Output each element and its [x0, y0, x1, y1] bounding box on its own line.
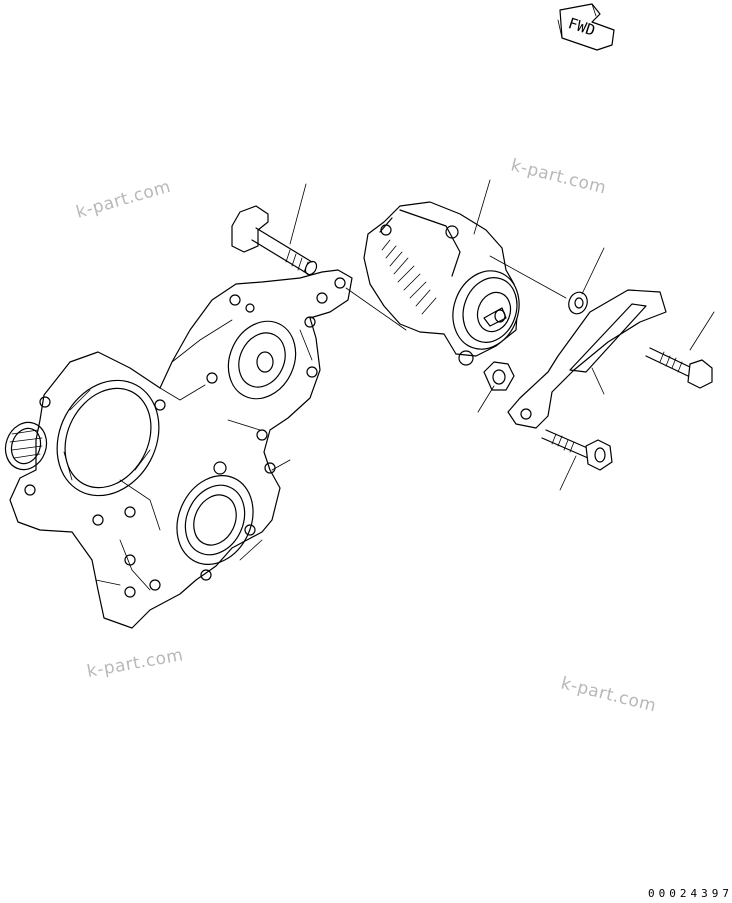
bracket-bolt-lower — [541, 429, 613, 471]
spacer — [568, 291, 588, 315]
nut — [483, 361, 515, 391]
bracket-bolt-right — [645, 347, 713, 389]
callout-bolt-top — [289, 183, 307, 245]
callout-nut — [477, 385, 495, 413]
callout-bolt-lower — [559, 455, 577, 491]
alternator — [363, 201, 520, 366]
watermark-2: k-part.com — [509, 155, 609, 198]
watermark-1: k-part.com — [74, 177, 173, 223]
callout-bracket — [591, 367, 605, 395]
timing-gear-cover — [4, 269, 353, 629]
callout-alternator — [473, 179, 491, 235]
adjusting-bracket — [507, 289, 667, 429]
long-bolt — [231, 205, 318, 276]
cover-bolt-holes — [24, 277, 346, 598]
callout-leaders — [289, 179, 715, 491]
fwd-arrow-icon: FWD — [557, 3, 615, 51]
callout-bolt-right — [689, 311, 715, 351]
watermark-4: k-part.com — [559, 673, 659, 716]
drawing-number: 00024397 — [648, 887, 732, 900]
watermark-3: k-part.com — [85, 645, 185, 682]
belt-line — [345, 255, 567, 331]
callout-spacer — [581, 247, 605, 295]
